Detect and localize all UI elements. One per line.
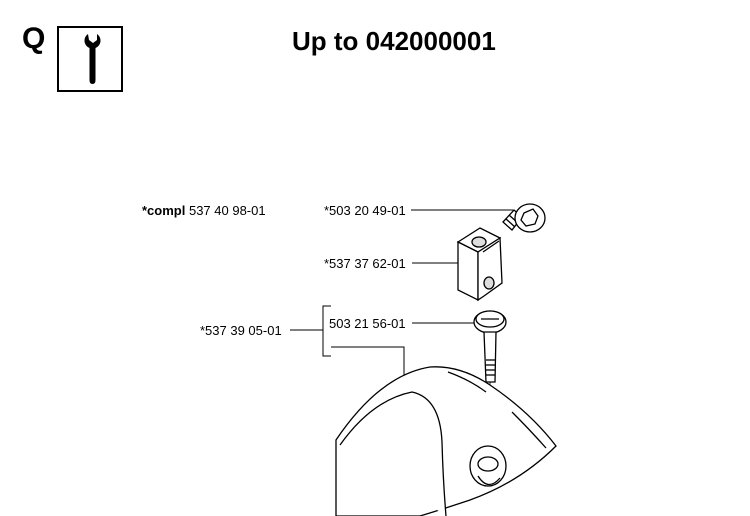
page-title: Up to 042000001 [292, 26, 496, 56]
long-screw [473, 310, 507, 455]
section-letter: Q [22, 22, 46, 55]
group-bracket [322, 305, 331, 357]
assembly-prefix: *compl [142, 203, 186, 218]
assembly-number: 537 40 98-01 [188, 203, 266, 218]
callout-screw-top: *503 20 49-01 [324, 203, 406, 218]
tool-symbol-box [57, 26, 123, 92]
callout-group: *537 39 05-01 [200, 323, 282, 338]
callout-bracket: *537 37 62-01 [324, 256, 406, 271]
wrench-icon [84, 34, 101, 84]
clamp-bracket [456, 227, 503, 302]
socket-screw [502, 203, 546, 233]
callout-screw-long: 503 21 56-01 [329, 316, 406, 331]
cover-housing [335, 366, 557, 516]
assembly-callout: *compl 537 40 98-01 [142, 204, 266, 217]
